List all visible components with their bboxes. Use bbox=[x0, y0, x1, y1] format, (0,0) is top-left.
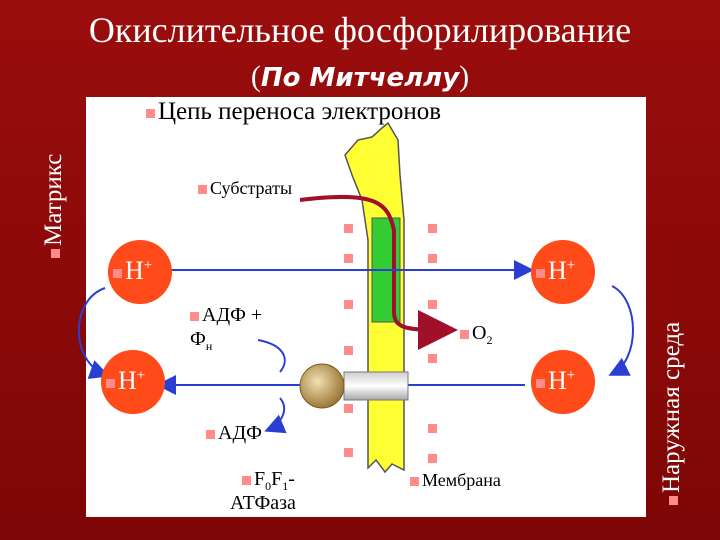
proton-label-top-right: Н+ bbox=[536, 256, 575, 286]
bullet bbox=[428, 254, 437, 263]
adp-curve-arrow bbox=[258, 340, 285, 372]
bullet bbox=[344, 300, 353, 309]
bullet bbox=[344, 404, 353, 413]
proton-label-bottom-left: Н+ bbox=[106, 366, 145, 396]
chain-label: Цепь переноса электронов bbox=[146, 98, 441, 126]
bullet bbox=[344, 224, 353, 233]
f0f1-label: F0F1- bbox=[242, 468, 295, 494]
bullet bbox=[428, 224, 437, 233]
adp-plus-label: АДФ + bbox=[190, 304, 262, 327]
bullet bbox=[428, 424, 437, 433]
bullet bbox=[428, 454, 437, 463]
atp-synthase-head bbox=[300, 364, 344, 408]
matrix-label: Матрикс bbox=[40, 154, 68, 258]
atpase-label: АТФаза bbox=[230, 492, 296, 515]
adf-label: АДФ bbox=[206, 422, 262, 445]
external-medium-label: Наружная среда bbox=[658, 322, 686, 505]
proton-label-bottom-right: Н+ bbox=[536, 366, 575, 396]
substrates-label: Субстраты bbox=[198, 178, 292, 199]
bullet bbox=[344, 254, 353, 263]
bullet bbox=[344, 448, 353, 457]
membrane-label: Мембрана bbox=[410, 470, 501, 491]
atp-synthase-channel bbox=[344, 372, 408, 400]
o2-label: О2 bbox=[460, 322, 492, 348]
bullet bbox=[428, 300, 437, 309]
adp-curve-arrow-lower bbox=[268, 398, 284, 430]
phosphate-label: Фн bbox=[190, 328, 212, 354]
bullet bbox=[344, 346, 353, 355]
right-curve-arrow bbox=[612, 286, 633, 374]
left-curve-arrow bbox=[79, 288, 106, 375]
proton-label-top-left: Н+ bbox=[113, 256, 152, 286]
bullet bbox=[428, 354, 437, 363]
